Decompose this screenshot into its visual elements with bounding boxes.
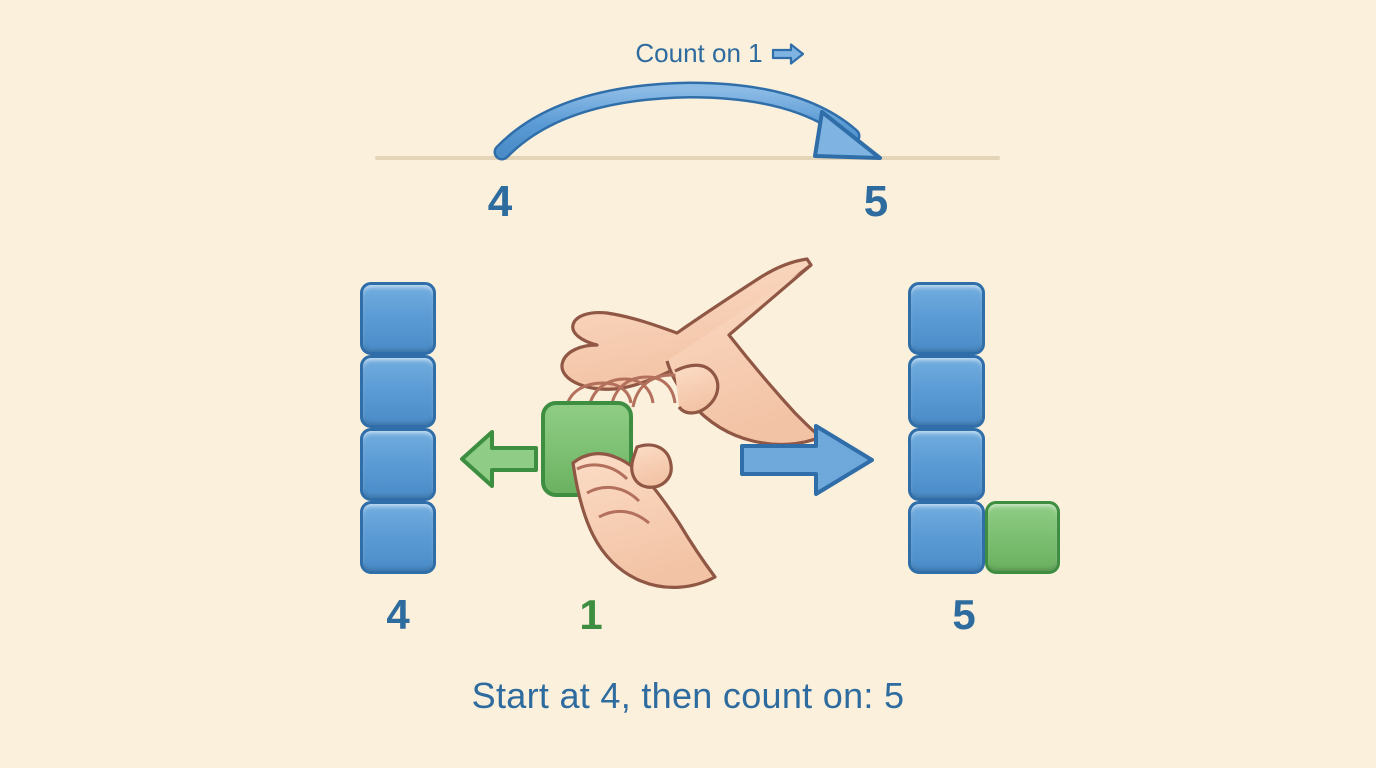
block-blue bbox=[360, 501, 436, 574]
arrow-right-icon bbox=[771, 42, 804, 65]
block-blue bbox=[360, 355, 436, 428]
count-on-caption-text: Count on 1 bbox=[635, 38, 763, 68]
left-tower-label: 4 bbox=[386, 591, 410, 638]
two-hands-holding-block-icon bbox=[541, 257, 823, 589]
left-tower bbox=[360, 282, 436, 574]
number-line-label-start: 4 bbox=[487, 177, 513, 226]
block-blue bbox=[908, 282, 985, 355]
center-held-block-label: 1 bbox=[579, 591, 603, 638]
number-line-label-end: 5 bbox=[863, 177, 889, 226]
right-tower-label: 5 bbox=[952, 591, 976, 638]
block-blue bbox=[360, 282, 436, 355]
block-blue bbox=[908, 501, 985, 574]
block-blue bbox=[908, 355, 985, 428]
curved-arrow-right-icon bbox=[493, 81, 882, 161]
summary-caption: Start at 4, then count on: 5 bbox=[471, 675, 905, 716]
block-blue bbox=[908, 428, 985, 501]
arrow-right-icon bbox=[740, 424, 874, 496]
arrow-left-icon bbox=[460, 430, 538, 488]
number-line bbox=[375, 156, 1000, 160]
right-tower bbox=[908, 282, 1060, 574]
count-on-caption: Count on 1 bbox=[560, 38, 880, 69]
block-green-counted-on bbox=[985, 501, 1060, 574]
block-blue bbox=[360, 428, 436, 501]
